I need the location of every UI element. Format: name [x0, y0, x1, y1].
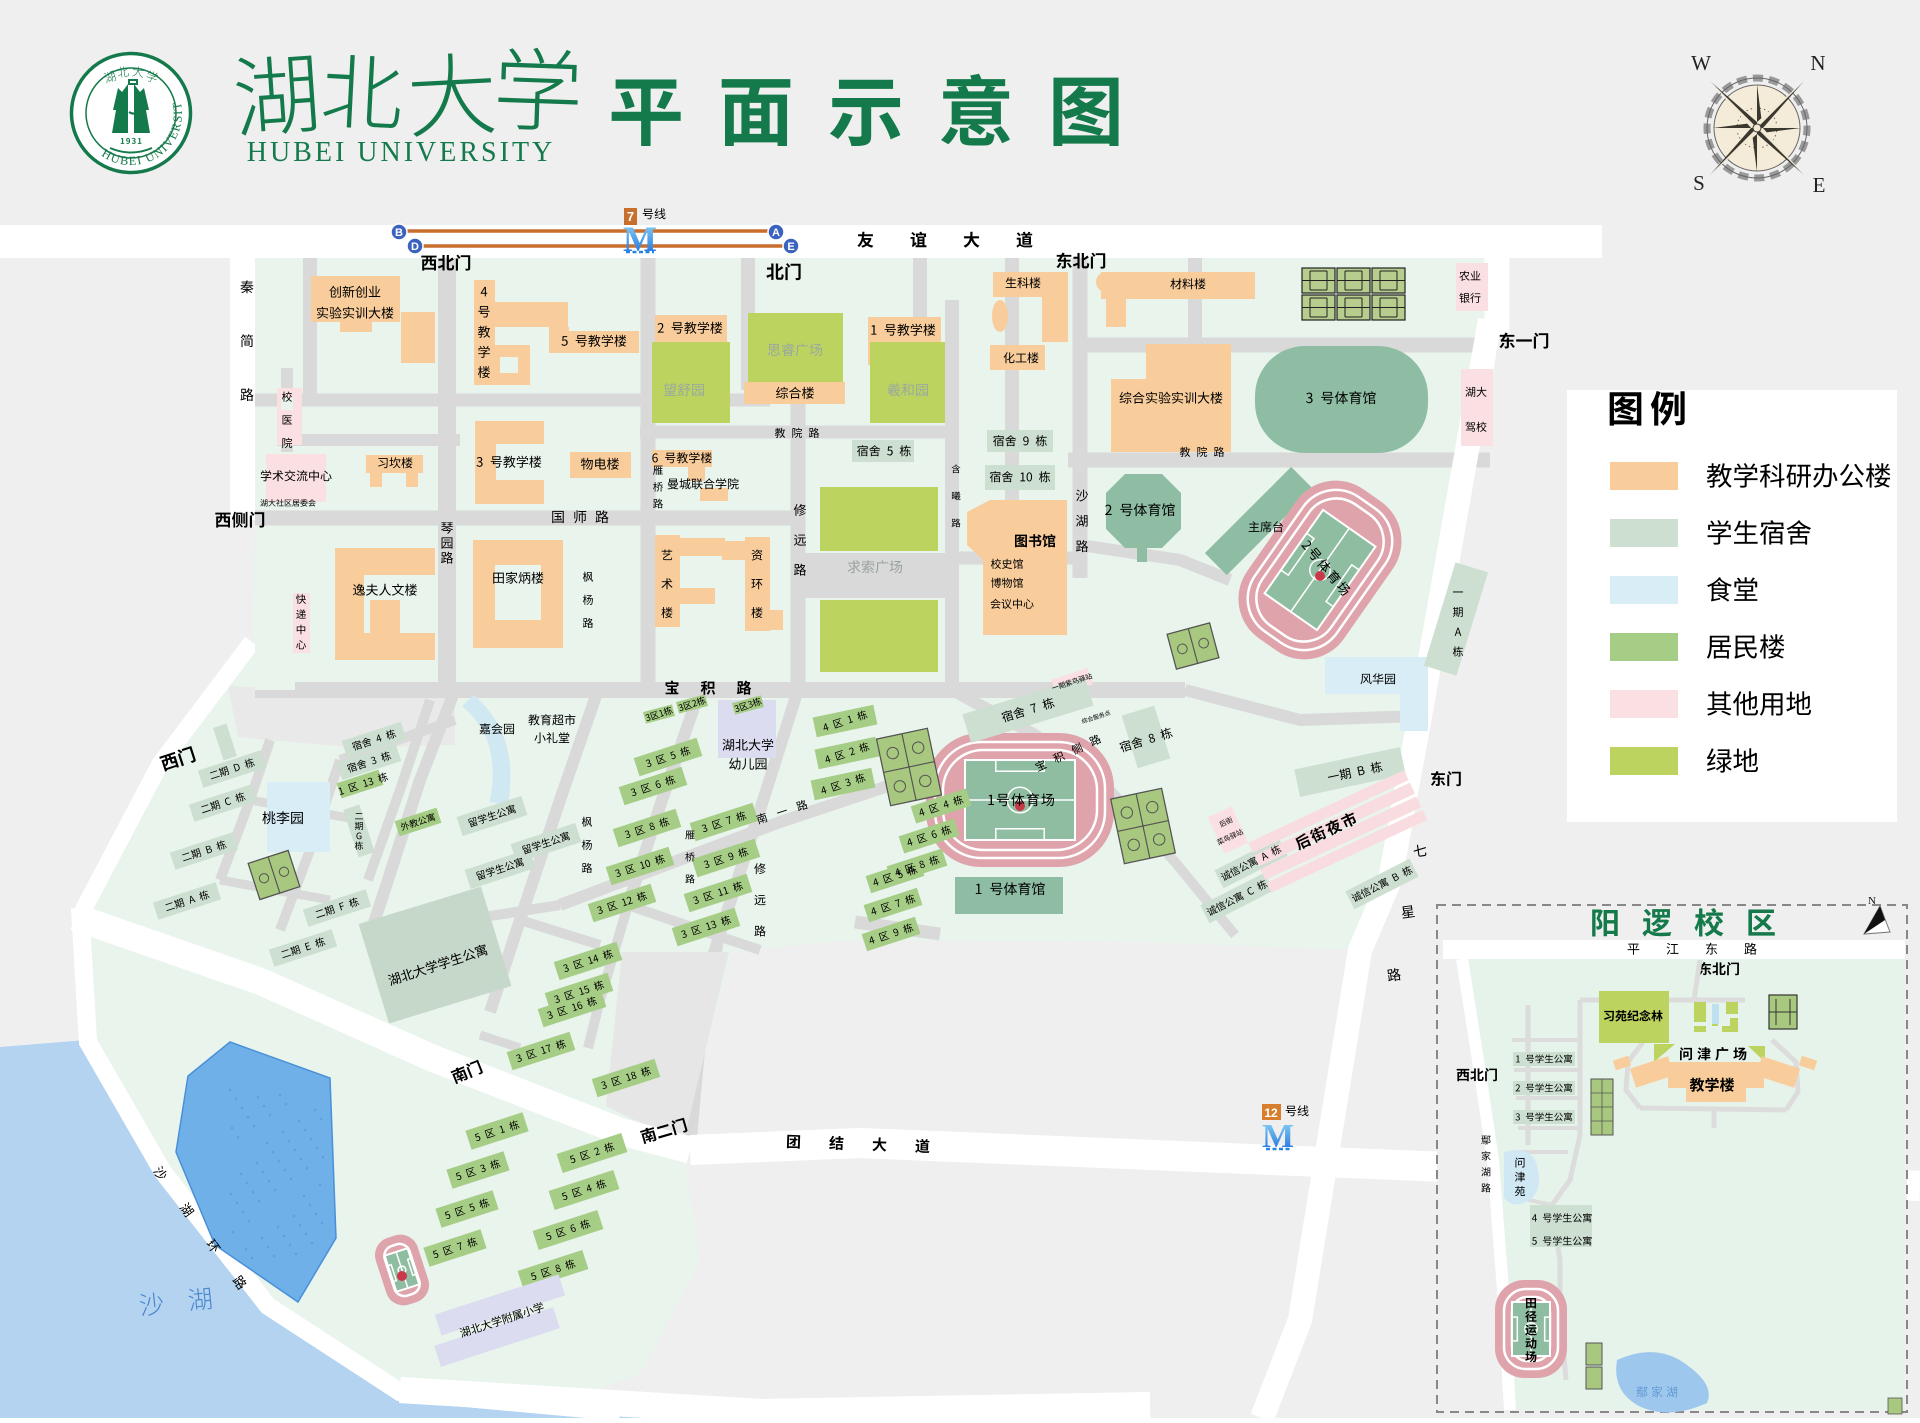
svg-text:A: A	[772, 227, 780, 239]
svg-text:E: E	[787, 241, 794, 253]
svg-text:W: W	[1691, 51, 1711, 75]
svg-text:N: N	[1868, 895, 1876, 907]
svg-text:HUBEI UNIVERSITY: HUBEI UNIVERSITY	[247, 137, 556, 168]
svg-text:D: D	[411, 241, 419, 253]
svg-text:E: E	[1813, 173, 1826, 197]
svg-text:7: 7	[627, 209, 634, 224]
svg-text:N: N	[1810, 51, 1825, 75]
svg-text:B: B	[395, 227, 403, 239]
svg-text:12: 12	[1264, 1106, 1278, 1120]
svg-text:S: S	[1693, 171, 1705, 195]
